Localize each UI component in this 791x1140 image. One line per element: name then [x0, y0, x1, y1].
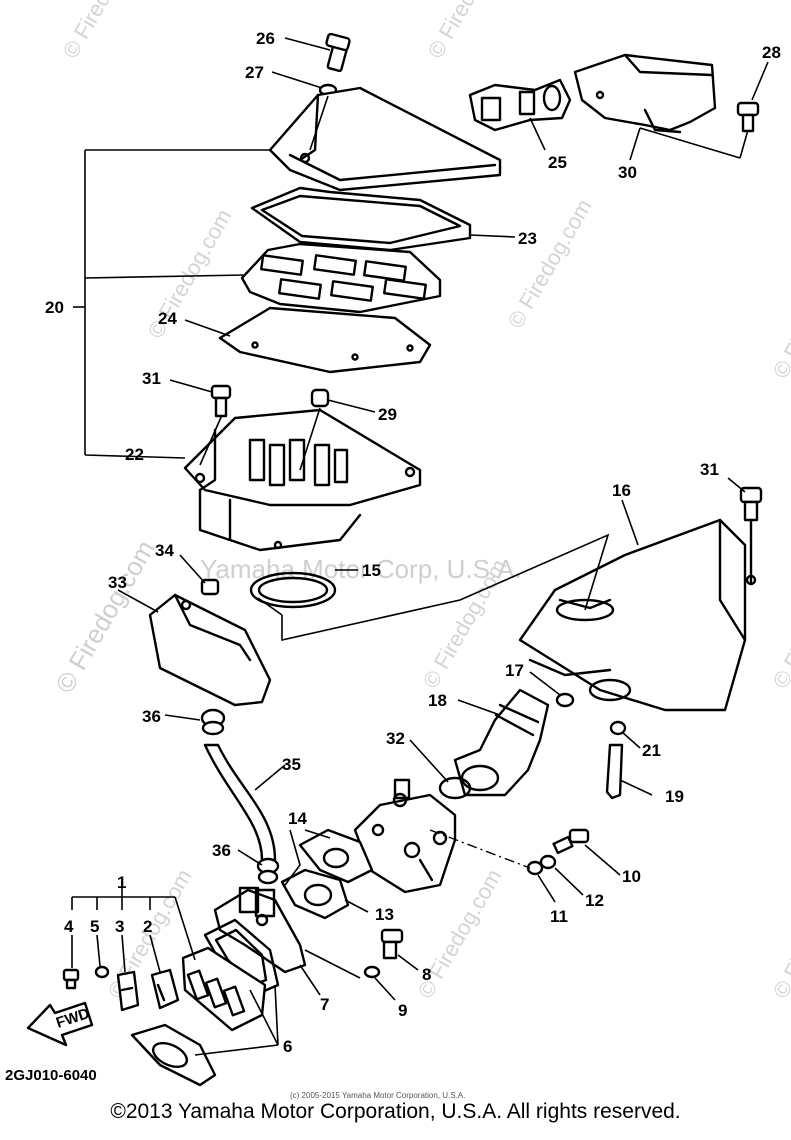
- watermark: © Firedog.com: [768, 555, 791, 693]
- callout-11: 11: [550, 907, 568, 926]
- duct-30: [573, 53, 717, 134]
- clamp-32: [438, 776, 472, 800]
- callout-20: 20: [45, 298, 64, 317]
- callout-7: 7: [320, 995, 329, 1014]
- hose-clamp-36a: [200, 708, 226, 736]
- callout-36-lower: 36: [212, 841, 231, 860]
- callout-8: 8: [422, 965, 431, 984]
- callout-14: 14: [288, 809, 307, 828]
- callout-28: 28: [762, 43, 781, 62]
- watermark: © Firedog.com: [768, 245, 791, 383]
- bolt-28: [736, 101, 760, 133]
- callout-2: 2: [143, 917, 152, 936]
- small-copyright: (c) 2005-2015 Yamaha Motor Corporation, …: [290, 1091, 465, 1100]
- air-box-16: [518, 518, 747, 712]
- callout-29: 29: [378, 405, 397, 424]
- callout-26: 26: [256, 29, 275, 48]
- filter-frame: [240, 242, 442, 314]
- drain-hose-19: [605, 743, 624, 800]
- callout-numbers: 26 27 28 25 30 23 20 24 31 29 22 16 31 3…: [45, 29, 781, 1056]
- screw-4: [62, 968, 80, 990]
- drain-plug-21: [609, 720, 627, 736]
- fwd-arrow: FWD: [26, 1001, 94, 1047]
- air-box-case-22: [183, 408, 422, 552]
- callout-3: 3: [115, 917, 124, 936]
- callout-25: 25: [548, 153, 567, 172]
- reed-valve-assembly: [181, 946, 267, 1032]
- grommet-29: [310, 388, 330, 408]
- hose-clamp-36b: [256, 857, 280, 885]
- gasket-14: [280, 828, 374, 920]
- callout-10: 10: [622, 867, 641, 886]
- callout-34: 34: [155, 541, 174, 560]
- callout-32: 32: [386, 729, 405, 748]
- callout-22: 22: [125, 445, 144, 464]
- callout-16: 16: [612, 481, 631, 500]
- watermark: © Firedog.com: [58, 0, 152, 63]
- bolt-8: [380, 928, 404, 960]
- callout-23: 23: [518, 229, 537, 248]
- bolt-31-upper: [210, 384, 232, 418]
- watermark: © Firedog.com: [768, 865, 791, 1003]
- carburetor: [353, 778, 457, 894]
- washer-9: [363, 965, 381, 979]
- washer-5: [94, 965, 110, 979]
- callout-36-upper: 36: [142, 707, 161, 726]
- bolt-26: [325, 32, 351, 73]
- stopper-3: [116, 970, 140, 1012]
- callout-27: 27: [245, 63, 264, 82]
- callout-9: 9: [398, 1001, 407, 1020]
- breather-box-33: [148, 593, 272, 707]
- callout-15: 15: [362, 561, 381, 580]
- part-code: 2GJ010-6040: [5, 1067, 97, 1084]
- callout-21: 21: [642, 741, 661, 760]
- bolt-31-lower: [739, 486, 763, 586]
- callout-31-lower: 31: [700, 460, 719, 479]
- callout-1: 1: [117, 873, 126, 892]
- callout-18: 18: [428, 691, 447, 710]
- center-watermark: Yamaha Motor Corp, U.S.A.: [200, 554, 522, 584]
- o-ring-15: [249, 571, 337, 609]
- callout-19: 19: [665, 787, 684, 806]
- callout-33: 33: [108, 573, 127, 592]
- leader-lines: [71, 37, 769, 1056]
- callout-4: 4: [64, 917, 74, 936]
- callout-17: 17: [505, 661, 524, 680]
- joint-25: [468, 78, 572, 132]
- copyright-notice: ©2013 Yamaha Motor Corporation, U.S.A. A…: [110, 1100, 681, 1123]
- callout-30: 30: [618, 163, 637, 182]
- watermark: © Firedog.com: [503, 195, 597, 333]
- callout-35: 35: [282, 755, 301, 774]
- watermark: © Firedog.com: [423, 0, 517, 63]
- callout-6: 6: [283, 1037, 292, 1056]
- fitting-34: [200, 578, 220, 596]
- watermark: © Firedog.com: [49, 535, 160, 698]
- gasket-23: [250, 186, 472, 252]
- callout-5: 5: [90, 917, 99, 936]
- callout-24: 24: [158, 309, 177, 328]
- filter-element-24: [218, 306, 432, 374]
- callout-31-upper: 31: [142, 369, 161, 388]
- washer-12: [539, 854, 557, 870]
- bolt-10: [552, 828, 590, 855]
- reed-2: [150, 968, 180, 1010]
- joint-18: [453, 688, 550, 797]
- grommet-17: [555, 692, 575, 708]
- air-box-cover: [268, 86, 502, 192]
- nut-11: [526, 860, 544, 876]
- callout-12: 12: [585, 891, 604, 910]
- callout-13: 13: [375, 905, 394, 924]
